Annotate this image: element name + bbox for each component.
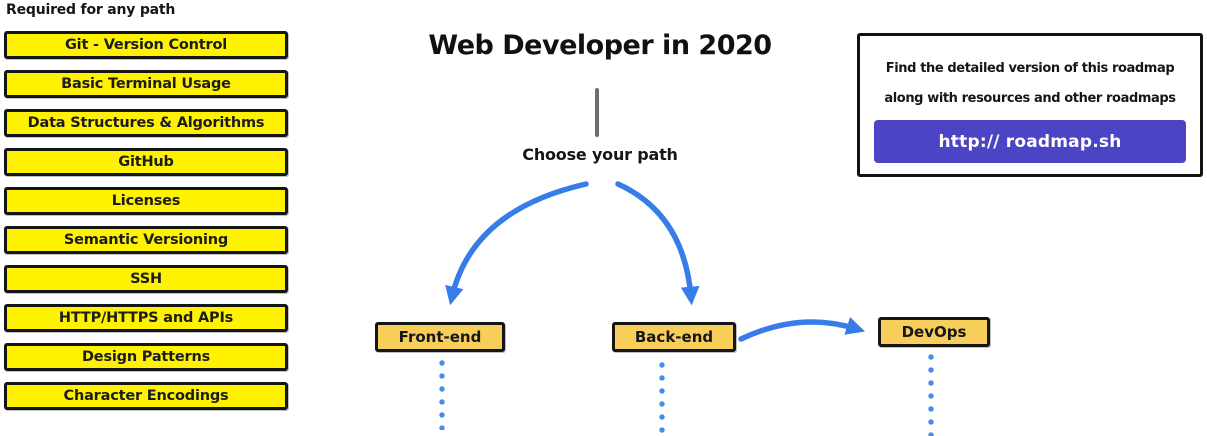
sidebar-heading: Required for any path — [6, 2, 176, 18]
choose-your-path-label: Choose your path — [522, 145, 678, 164]
topic-character-encodings[interactable]: Character Encodings — [4, 382, 288, 410]
topic-basic-terminal-usage[interactable]: Basic Terminal Usage — [4, 70, 288, 98]
topic-github[interactable]: GitHub — [4, 148, 288, 176]
topic-semantic-versioning[interactable]: Semantic Versioning — [4, 226, 288, 254]
info-text-line1: Find the detailed version of this roadma… — [885, 61, 1175, 76]
topic-ssh[interactable]: SSH — [4, 265, 288, 293]
topic-http-https-apis[interactable]: HTTP/HTTPS and APIs — [4, 304, 288, 332]
topic-design-patterns[interactable]: Design Patterns — [4, 343, 288, 371]
dotted-connector-front-end — [439, 360, 445, 430]
title-stem-line — [595, 88, 599, 137]
topic-git-version-control[interactable]: Git - Version Control — [4, 31, 288, 59]
node-front-end[interactable]: Front-end — [375, 322, 505, 352]
roadmap-info-box: Find the detailed version of this roadma… — [857, 33, 1203, 177]
node-devops[interactable]: DevOps — [878, 317, 990, 347]
dotted-connector-back-end — [659, 362, 665, 436]
roadmap-url-button[interactable]: http:// roadmap.sh — [874, 120, 1186, 163]
required-for-any-path-section: Required for any path Git - Version Cont… — [4, 2, 288, 410]
page-title: Web Developer in 2020 — [428, 30, 772, 61]
node-back-end[interactable]: Back-end — [612, 322, 736, 352]
info-text: Find the detailed version of this roadma… — [860, 54, 1200, 114]
info-text-line2: along with resources and other roadmaps — [884, 91, 1176, 106]
curved-arrow-to-back-end-icon — [615, 181, 700, 306]
curved-arrow-backend-to-devops-icon — [738, 316, 866, 342]
topic-list: Git - Version Control Basic Terminal Usa… — [4, 31, 288, 410]
topic-data-structures-algorithms[interactable]: Data Structures & Algorithms — [4, 109, 288, 137]
dotted-connector-devops — [928, 354, 934, 436]
topic-licenses[interactable]: Licenses — [4, 187, 288, 215]
curved-arrow-to-front-end-icon — [445, 181, 589, 306]
